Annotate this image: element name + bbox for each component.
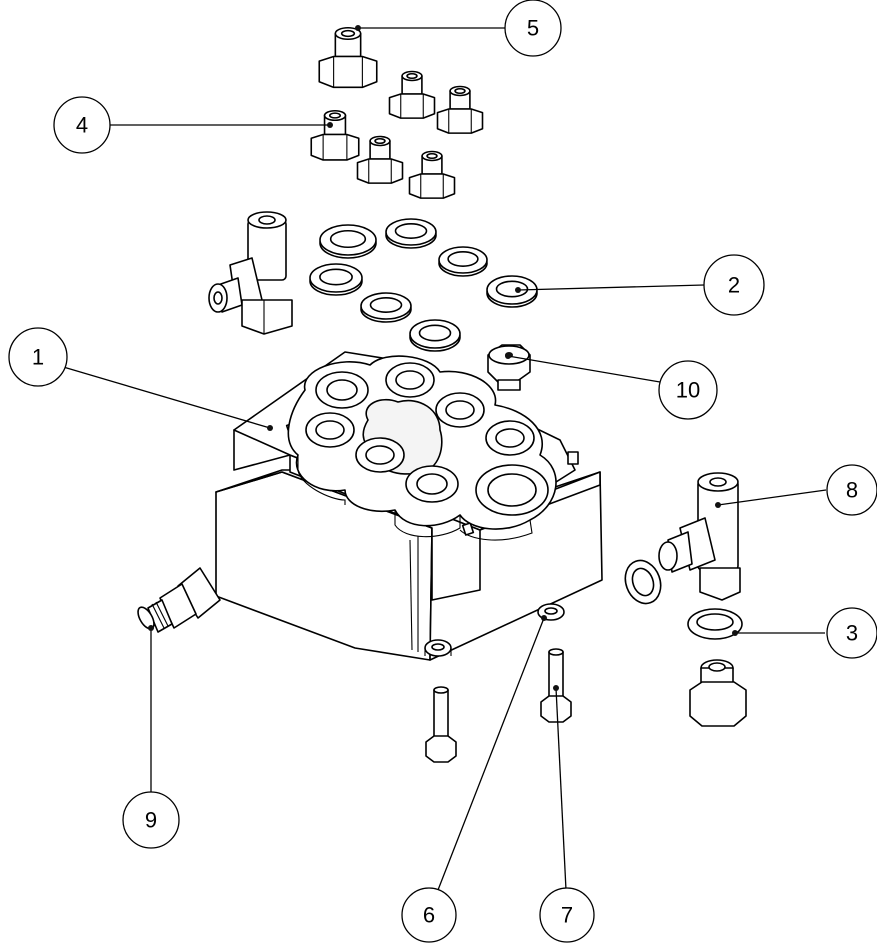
leader-3-dot (732, 630, 738, 636)
seal-ring (360, 292, 412, 323)
callout-2: 2 (703, 254, 765, 316)
seal-ring-3 (687, 608, 743, 640)
leader-2 (517, 284, 705, 291)
port (475, 464, 549, 516)
callout-9: 9 (122, 791, 180, 849)
tee-fitting-left (208, 211, 293, 335)
fitting-bottom-right (689, 659, 747, 727)
straight-fitting (408, 150, 456, 199)
leader-10 (507, 355, 661, 383)
plug-nut-10 (487, 344, 531, 391)
callout-7: 7 (539, 887, 595, 943)
svg-text:3: 3 (846, 621, 858, 646)
callout-10: 10 (658, 360, 718, 420)
port (315, 371, 369, 409)
straight-fitting (318, 26, 378, 89)
port (305, 412, 355, 448)
svg-text:1: 1 (32, 345, 44, 370)
svg-text:2: 2 (728, 273, 740, 298)
leader-7 (555, 687, 567, 891)
bolt-7 (540, 648, 572, 723)
callout-4: 4 (53, 96, 111, 154)
straight-fitting (310, 109, 360, 161)
seals-group (309, 218, 538, 352)
manifold-plate (287, 355, 557, 541)
callout-5: 5 (504, 0, 562, 57)
leader-9-dot (148, 625, 154, 631)
svg-text:8: 8 (846, 478, 858, 503)
port (405, 465, 459, 503)
callout-6: 6 (401, 887, 457, 943)
straight-fitting (436, 85, 484, 134)
leader-1-dot (267, 425, 273, 431)
svg-text:5: 5 (527, 16, 539, 41)
svg-text:10: 10 (676, 378, 700, 403)
port (385, 362, 435, 398)
svg-text:7: 7 (561, 903, 573, 928)
svg-text:4: 4 (76, 113, 88, 138)
leader-8-dot (715, 502, 721, 508)
tee-fitting-right (658, 472, 741, 601)
washer-left (424, 639, 452, 657)
port (485, 420, 535, 456)
seal-ring (409, 319, 461, 352)
port (435, 392, 485, 428)
callout-1: 1 (8, 327, 68, 387)
leader-8 (717, 489, 827, 506)
seal-ring (319, 224, 377, 259)
leader-5-dot (355, 25, 361, 31)
seal-ring (486, 275, 538, 308)
leader-10-dot (505, 353, 511, 359)
leader-7-dot (553, 685, 559, 691)
straight-fitting (388, 70, 436, 119)
leader-1 (59, 365, 271, 429)
leader-lines (59, 25, 827, 891)
port (355, 437, 405, 473)
straight-fitting (356, 135, 404, 184)
bolt-left (425, 686, 457, 763)
leader-6 (437, 617, 545, 891)
relief-valve-9 (137, 567, 221, 633)
leader-2-dot (515, 287, 521, 293)
seal-ring (309, 263, 363, 296)
leader-4-dot (327, 122, 333, 128)
seal-ring (438, 246, 488, 277)
svg-text:9: 9 (145, 808, 157, 833)
callout-8: 8 (826, 464, 877, 516)
seal-ring (385, 218, 437, 249)
fittings-group (310, 26, 484, 199)
svg-text:6: 6 (423, 903, 435, 928)
seal-ring (624, 559, 662, 605)
leader-6-dot (541, 615, 547, 621)
callout-3: 3 (826, 607, 877, 659)
